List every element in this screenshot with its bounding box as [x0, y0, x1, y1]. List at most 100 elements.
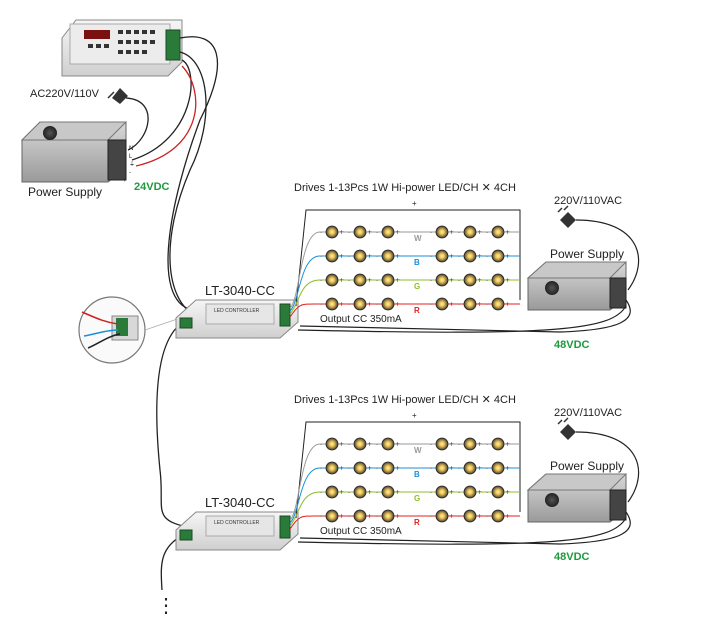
- channel-label: G: [414, 494, 420, 503]
- led-icon: [353, 509, 367, 523]
- led-plus-sign: +: [449, 253, 454, 260]
- led-plus-sign: +: [395, 301, 400, 308]
- led-plus-sign: +: [339, 513, 344, 520]
- led-minus-sign: -: [348, 441, 350, 448]
- led-minus-sign: -: [430, 513, 432, 520]
- led-minus-sign: -: [376, 489, 378, 496]
- led-minus-sign: -: [348, 253, 350, 260]
- power-supply-48v: [526, 261, 628, 311]
- led-channel-r: -+-+-+-+-+-+R: [289, 509, 520, 530]
- led-icon: [381, 249, 395, 263]
- channel-label: W: [414, 446, 422, 455]
- led-icon: [491, 249, 505, 263]
- led-minus-sign: -: [430, 253, 432, 260]
- led-icon: [353, 437, 367, 451]
- led-minus-sign: -: [348, 489, 350, 496]
- led-plus-sign: +: [477, 301, 482, 308]
- led-minus-sign: -: [376, 441, 378, 448]
- output-current-label: Output CC 350mA: [320, 314, 402, 325]
- channel-label: W: [414, 234, 422, 243]
- terminal-label: N: [129, 146, 133, 152]
- led-icon: [353, 273, 367, 287]
- led-plus-sign: +: [449, 301, 454, 308]
- terminal-detail-zoom: [78, 296, 146, 364]
- terminal-block-icon: [165, 29, 181, 61]
- led-minus-sign: -: [486, 489, 488, 496]
- led-icon: [463, 461, 477, 475]
- led-icon: [381, 485, 395, 499]
- dc-voltage-label: 48VDC: [554, 339, 590, 351]
- led-icon: [435, 273, 449, 287]
- keypad-icon: [88, 30, 155, 54]
- led-icon: [491, 461, 505, 475]
- led-plus-sign: +: [339, 465, 344, 472]
- led-icon: [491, 509, 505, 523]
- led-plus-sign: +: [477, 441, 482, 448]
- led-minus-sign: -: [348, 513, 350, 520]
- dc-voltage-label-top: 24VDC: [134, 181, 170, 193]
- led-minus-sign: -: [376, 301, 378, 308]
- led-plus-sign: +: [339, 489, 344, 496]
- led-icon: [325, 437, 339, 451]
- led-plus-sign: +: [505, 441, 510, 448]
- led-minus-sign: -: [458, 301, 460, 308]
- ac-input-label: AC220V/110V: [30, 88, 100, 100]
- lt-3040-controller: LED CONTROLLER: [175, 511, 299, 551]
- led-minus-sign: -: [320, 253, 322, 260]
- led-minus-sign: -: [458, 513, 460, 520]
- led-plus-sign: +: [367, 229, 372, 236]
- led-minus-sign: -: [348, 465, 350, 472]
- led-icon: [463, 225, 477, 239]
- led-icon: [435, 297, 449, 311]
- led-minus-sign: -: [458, 441, 460, 448]
- power-plug-icon: [107, 88, 128, 104]
- led-icon: [381, 437, 395, 451]
- fan-icon: [43, 126, 57, 140]
- led-minus-sign: -: [376, 253, 378, 260]
- controller-panel-label: LED CONTROLLER: [214, 308, 260, 314]
- led-plus-sign: +: [477, 513, 482, 520]
- led-minus-sign: -: [486, 253, 488, 260]
- led-plus-sign: +: [449, 489, 454, 496]
- led-icon: [435, 249, 449, 263]
- led-icon: [435, 225, 449, 239]
- led-icon: [435, 485, 449, 499]
- led-plus-sign: +: [367, 301, 372, 308]
- led-plus-sign: +: [477, 229, 482, 236]
- led-plus-sign: +: [395, 229, 400, 236]
- plus-label: +: [412, 411, 417, 420]
- led-icon: [325, 461, 339, 475]
- led-plus-sign: +: [477, 277, 482, 284]
- terminal-label: +: [123, 178, 127, 184]
- continuation-dots: ⋮: [156, 595, 176, 617]
- power-supply-top: N L ⏚ - +: [20, 121, 135, 184]
- terminal-block-icon: [279, 303, 291, 327]
- plus-label: +: [412, 199, 417, 208]
- channel-label: R: [414, 518, 420, 527]
- power-plug-icon: [557, 205, 576, 228]
- led-icon: [381, 461, 395, 475]
- led-icon: [463, 297, 477, 311]
- led-minus-sign: -: [486, 441, 488, 448]
- led-minus-sign: -: [320, 229, 322, 236]
- led-channel-g: -+-+-+-+-+-+G: [289, 273, 520, 315]
- led-plus-sign: +: [477, 465, 482, 472]
- led-minus-sign: -: [376, 277, 378, 284]
- led-minus-sign: -: [320, 301, 322, 308]
- led-minus-sign: -: [430, 441, 432, 448]
- output-current-label: Output CC 350mA: [320, 526, 402, 537]
- led-icon: [325, 249, 339, 263]
- terminal-block-icon: [179, 317, 193, 329]
- power-supply-48v: [526, 473, 628, 523]
- led-plus-sign: +: [449, 277, 454, 284]
- led-plus-sign: +: [477, 253, 482, 260]
- led-plus-sign: +: [367, 441, 372, 448]
- led-minus-sign: -: [458, 465, 460, 472]
- led-minus-sign: -: [348, 301, 350, 308]
- channel-label: R: [414, 306, 420, 315]
- led-channel-r: -+-+-+-+-+-+R: [289, 297, 520, 318]
- led-minus-sign: -: [458, 253, 460, 260]
- led-minus-sign: -: [320, 465, 322, 472]
